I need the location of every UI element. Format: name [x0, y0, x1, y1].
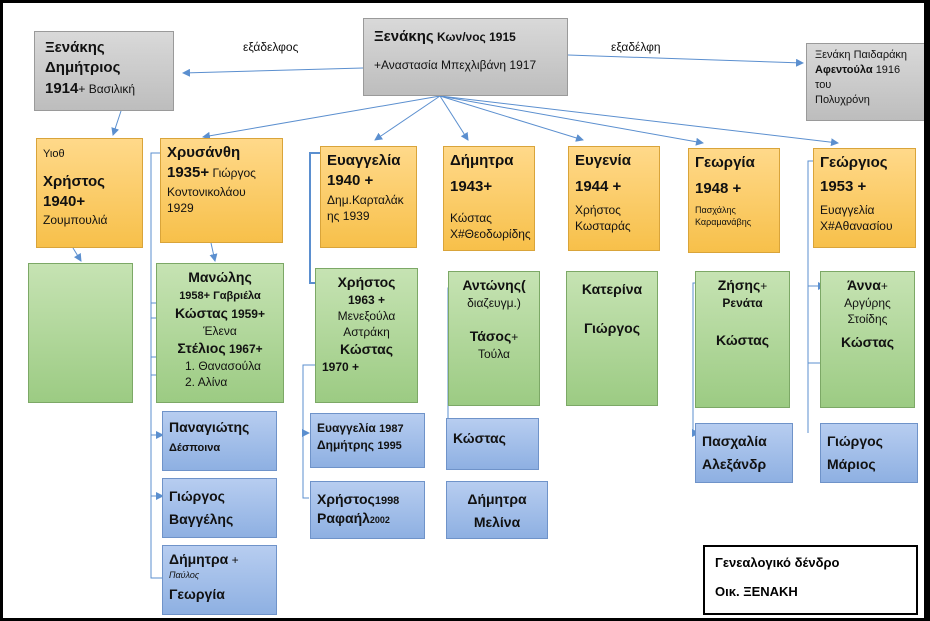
arrow-root-to-dimitra [439, 95, 469, 141]
arrow-root-to-chrysanthi [202, 95, 441, 140]
great-grandchild-dimitra-georgia: Δήμητρα + Παύλος Γεωργία [162, 545, 277, 615]
arrow-chrysanthi-to-green [209, 242, 218, 262]
child-node-chrysanthi: Χρυσάνθη 1935+ Γιώργος Κοντονικολάου 192… [160, 138, 283, 243]
grandchild-node-evangelia: Χρήστος 1963 + Μενεξούλα Αστράκη Κώστας … [315, 268, 418, 403]
grandchild-node-dimitra: Αντώνης( διαζευγμ.) Τάσος+ Τούλα [448, 271, 540, 406]
root-node: Ξενάκης Κων/νος 1915 +Αναστασία Μπεχλιβά… [363, 18, 568, 96]
great-grandchild-paschalia-alexandros: Πασχαλία Αλεξάνδρ [695, 423, 793, 483]
grandchild-node-chrysanthi: Μανώλης 1958+ Γαβριέλα Κώστας 1959+ Έλεν… [156, 263, 284, 403]
child-node-georgia: Γεωργία 1948 + Πασχάλης Καραμανάβης [688, 148, 780, 253]
child-node-dimitra: Δήμητρα 1943+ Κώστας Χ#Θεοδωρίδης [443, 146, 535, 251]
great-grandchild-giorgos-vaggelis: Γιώργος Βαγγέλης [162, 478, 277, 538]
cousin-right-node: Ξενάκη Παιδαράκη Αφεντούλα 1916 του Πολυ… [806, 43, 924, 121]
arrow-root-to-georgia [439, 95, 704, 146]
great-grandchild-dimitra-melina: Δήμητρα Μελίνα [446, 481, 548, 539]
great-grandchild-kostas: Κώστας [446, 418, 539, 470]
family-tree-canvas: εξάδελφος εξαδέλφη Ξενάκης Κων/νος 1915 … [3, 3, 924, 618]
arrow-root-to-evangelia [374, 95, 441, 141]
arrow-adopted-to-green [72, 247, 82, 262]
great-grandchild-giorgos-marios: Γιώργος Μάριος [820, 423, 918, 483]
grandchild-node-georgia: Ζήσης+ Ρενάτα Κώστας [695, 271, 790, 408]
great-grandchild-christos-rafail: Χρήστος1998 Ραφαήλ2002 [310, 481, 425, 539]
arrow-cousin-to-adopted [111, 110, 122, 136]
child-node-georgios: Γεώργιος 1953 + Ευαγγελία Χ#Αθανασίου [813, 148, 916, 248]
relation-label-female-cousin: εξαδέλφη [611, 40, 661, 54]
child-node-evgenia: Ευγενία 1944 + Χρήστος Κωσταράς [568, 146, 660, 251]
child-node-evangelia: Ευαγγελία 1940 + Δημ.Καρταλάκ ης 1939 [320, 146, 417, 248]
arrow-root-to-evgenia [439, 95, 584, 142]
great-grandchild-panagiotis: Παναγιώτης Δέσποινα [162, 411, 277, 471]
bracket-chrysanthi [150, 152, 165, 579]
arrow-root-to-cousin-left [182, 67, 364, 77]
grandchild-node-georgios: Άννα+ Αργύρης Στοίδης Κώστας [820, 271, 915, 408]
child-node-christos: Υιοθ Χρήστος 1940+ Ζουμπουλιά [36, 138, 143, 248]
arrow-root-to-cousin-right [567, 54, 804, 67]
grandchild-node-empty [28, 263, 133, 403]
relation-label-cousin: εξάδελφος [243, 40, 299, 54]
arrow-root-to-georgios [439, 95, 839, 147]
great-grandchild-evangelia-dimitris: Ευαγγελία 1987 Δημήτρης 1995 [310, 413, 425, 468]
grandchild-node-evgenia: Κατερίνα Γιώργος [566, 271, 658, 406]
tree-title-box: Γενεαλογικό δένδρο Οικ. ΞΕΝΑΚΗ [703, 545, 918, 615]
cousin-left-node: Ξενάκης Δημήτριος 1914+ Βασιλική [34, 31, 174, 111]
